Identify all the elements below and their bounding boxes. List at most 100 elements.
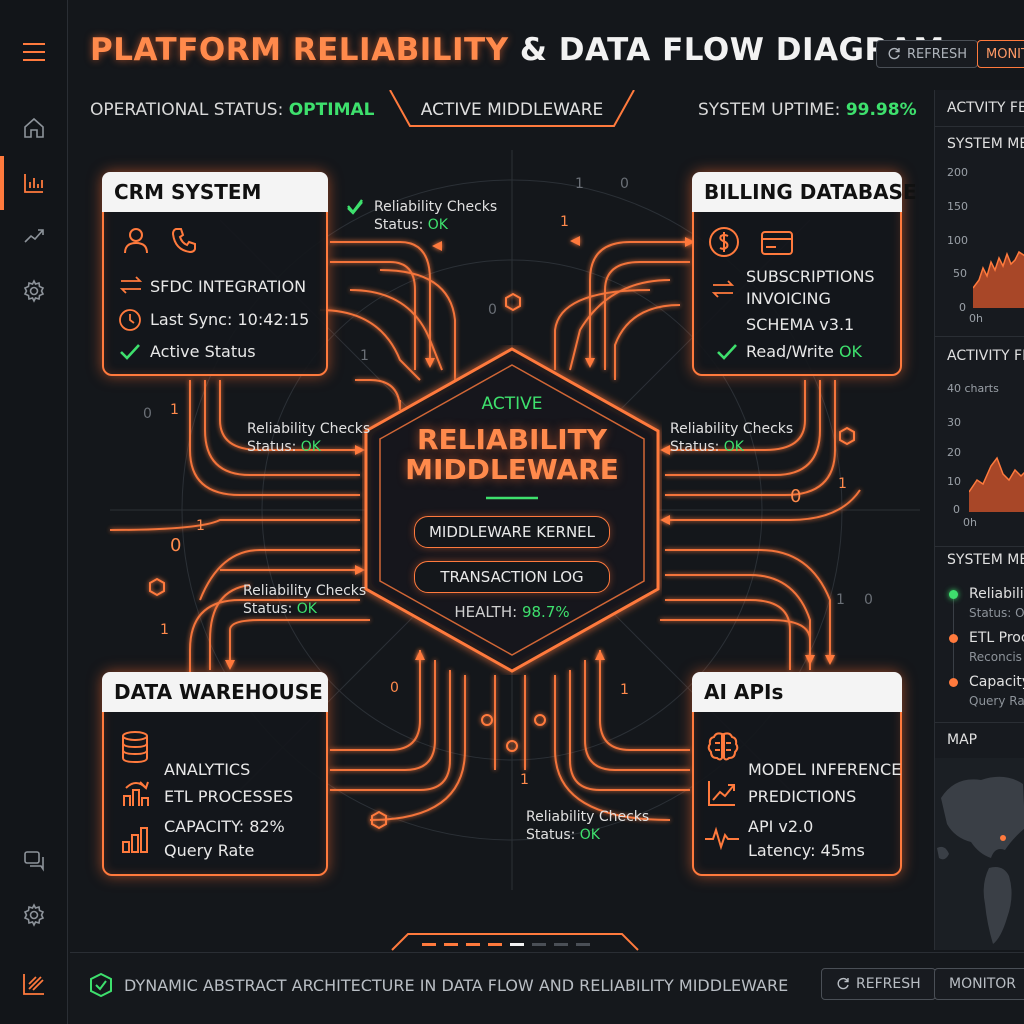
warehouse-query-rate: Query Rate — [164, 841, 255, 860]
reliability-check-label: Reliability Checks — [243, 583, 367, 599]
active-middleware-tab[interactable]: ACTIVE MIDDLEWARE — [420, 100, 604, 120]
binary-digit: 1 — [575, 176, 584, 192]
middleware-title-line1: RELIABILITY — [416, 423, 607, 456]
chart1-tick: 200 — [947, 166, 968, 179]
middleware-kernel-button[interactable]: MIDDLEWARE KERNEL — [414, 516, 610, 548]
warehouse-card-title: DATA WAREHOUSE — [102, 672, 328, 712]
ai-card-title: AI APIs — [692, 672, 902, 712]
world-map[interactable] — [935, 758, 1024, 950]
data-warehouse-card[interactable]: DATA WAREHOUSE ANALYTICS ETL PROCESSES C… — [102, 672, 328, 876]
middleware-health-label: HEALTH: — [454, 603, 518, 621]
billing-line2: INVOICING — [746, 289, 831, 308]
title-accent: PLATFORM RELIABILITY — [90, 32, 509, 68]
ai-apis-card[interactable]: AI APIs MODEL INFERENCE PREDICTIONS API … — [692, 672, 902, 876]
panel-separator — [935, 546, 1024, 547]
chat-icon[interactable] — [20, 846, 48, 874]
pager-dot[interactable] — [444, 943, 458, 946]
warehouse-line1: ANALYTICS — [164, 760, 251, 779]
metric-item-label[interactable]: Reliabili — [969, 586, 1024, 602]
chart2-tick: 10 — [947, 475, 961, 488]
reliability-check-status-label: Status: — [526, 827, 576, 843]
binary-digit: 1 — [196, 518, 205, 534]
sync-arrows-icon — [119, 276, 143, 294]
left-nav — [0, 0, 68, 1024]
menu-icon[interactable] — [20, 38, 48, 66]
transaction-log-button[interactable]: TRANSACTION LOG — [414, 561, 610, 593]
binary-digit: 1 — [170, 402, 179, 418]
binary-digit: 0 — [390, 680, 399, 696]
activity-feed-title-2: ACTIVITY FE — [947, 348, 1024, 364]
clock-icon — [119, 309, 141, 331]
binary-digit: 1 — [620, 682, 629, 698]
pager-dot[interactable] — [422, 943, 436, 946]
reliability-check-label: Reliability Checks — [374, 199, 498, 215]
logo-stack-icon[interactable] — [20, 970, 48, 998]
system-uptime-label: SYSTEM UPTIME: — [698, 100, 841, 120]
pager-dot[interactable] — [466, 943, 480, 946]
status-dot — [949, 634, 958, 643]
reliability-check-status-label: Status: — [243, 601, 293, 617]
crm-system-card[interactable]: CRM SYSTEM SFDC INTEGRATION Last Sync: 1… — [102, 172, 328, 376]
chart1-tick: 150 — [947, 200, 968, 213]
footer-refresh-button[interactable]: REFRESH — [821, 968, 936, 1000]
footer-monitor-button[interactable]: MONITOR — [934, 968, 1024, 1000]
home-icon[interactable] — [20, 114, 48, 142]
operational-status-value: OPTIMAL — [288, 100, 375, 120]
reliability-check-status-label: Status: — [374, 217, 424, 233]
monitor-button[interactable]: MONITOR — [977, 40, 1024, 68]
map-title: MAP — [947, 732, 978, 748]
settings-gear-icon-bottom[interactable] — [20, 901, 48, 929]
metric-item-label[interactable]: ETL Proc — [969, 630, 1024, 646]
pager-dot[interactable] — [576, 943, 590, 946]
billing-rw: Read/Write OK — [746, 342, 862, 361]
reliability-check-bottom: Reliability Checks Status: OK — [526, 808, 649, 844]
status-dot — [949, 590, 958, 599]
metric-item-sub: Status: O — [969, 606, 1024, 620]
pager-dot[interactable] — [488, 943, 502, 946]
crm-card-title: CRM SYSTEM — [102, 172, 328, 212]
footer-caption: DYNAMIC ABSTRACT ARCHITECTURE IN DATA FL… — [124, 976, 789, 995]
footer-refresh-label: REFRESH — [856, 976, 921, 992]
credit-card-icon — [761, 231, 793, 255]
pager-dot[interactable] — [532, 943, 546, 946]
metric-item-label[interactable]: Capacity — [969, 674, 1024, 690]
title-rest: & DATA FLOW DIAGRAM — [519, 32, 945, 68]
user-icon — [124, 228, 148, 254]
panel-separator — [935, 336, 1024, 337]
chart2-tick: 0 — [953, 503, 960, 516]
billing-rw-value: OK — [838, 342, 863, 361]
binary-digit: 1 — [520, 772, 529, 788]
monitor-label: MONITOR — [986, 46, 1024, 62]
check-icon — [347, 201, 363, 215]
crm-integration: SFDC INTEGRATION — [150, 277, 307, 296]
nav-active-indicator — [0, 156, 4, 210]
binary-digit: 1 — [160, 622, 169, 638]
billing-card-title: BILLING DATABASE — [692, 172, 917, 212]
page-title: PLATFORM RELIABILITY & DATA FLOW DIAGRAM — [90, 32, 945, 68]
ai-latency: Latency: 45ms — [748, 841, 865, 860]
refresh-button[interactable]: REFRESH — [876, 40, 978, 68]
pager-frame — [391, 933, 639, 951]
billing-database-card[interactable]: BILLING DATABASE SUBSCRIPTIONS INVOICING… — [692, 172, 917, 376]
reliability-check-label: Reliability Checks — [526, 809, 650, 825]
binary-digit: 0 — [864, 592, 873, 608]
binary-digit: 1 — [836, 592, 845, 608]
middleware-health: HEALTH: 98.7% — [362, 603, 662, 621]
binary-digit: 0 — [488, 302, 497, 318]
check-icon — [120, 344, 140, 360]
active-middleware-tab-frame — [389, 90, 635, 127]
activity-feed-chart — [969, 456, 1024, 512]
pager-dot-active[interactable] — [510, 943, 524, 946]
dashboard-chart-icon[interactable] — [20, 169, 48, 197]
right-panel: ACTVITY FE SYSTEM ME 200 150 100 50 0 0h… — [934, 90, 1024, 950]
pager-dot[interactable] — [554, 943, 568, 946]
crm-status: Active Status — [150, 342, 256, 361]
reliability-check-status-value: OK — [300, 439, 321, 455]
billing-line1: SUBSCRIPTIONS — [746, 267, 875, 286]
warehouse-capacity: CAPACITY: 82% — [164, 817, 285, 836]
trend-icon[interactable] — [20, 222, 48, 250]
reliability-check-lower-left: Reliability Checks Status: OK — [243, 582, 366, 618]
settings-gear-icon[interactable] — [20, 277, 48, 305]
chart1-tick: 0 — [959, 301, 966, 314]
pager-dots — [422, 943, 590, 946]
